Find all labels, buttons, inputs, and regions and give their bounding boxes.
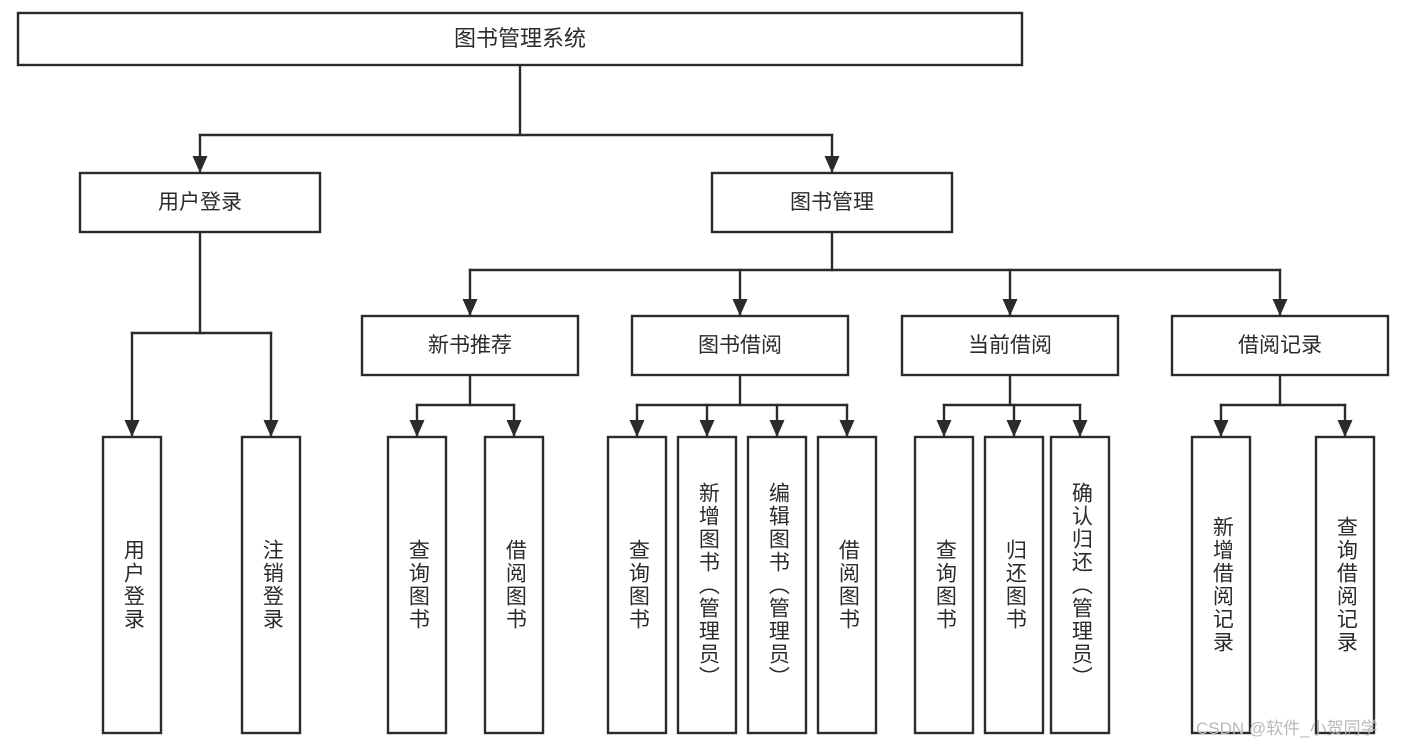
arrow-head-icon [732, 299, 748, 316]
arrow-head-icon [409, 420, 425, 437]
arrow-head-icon [1006, 420, 1022, 437]
node-leaf-add-book[interactable] [676, 435, 738, 735]
node-current-borrow[interactable] [900, 314, 1120, 377]
node-borrow-record[interactable] [1170, 314, 1390, 377]
arrow-head-icon [192, 156, 208, 173]
node-book-manage[interactable] [710, 171, 954, 234]
arrow-head-icon [936, 420, 952, 437]
node-user-login[interactable] [78, 171, 322, 234]
node-label: 新书推荐 [428, 334, 512, 357]
node-leaf-add-record[interactable] [1190, 435, 1252, 735]
arrow-head-icon [629, 420, 645, 437]
connectors-layer [124, 63, 1353, 438]
arrow-head-icon [124, 420, 140, 437]
arrow-head-icon [1337, 420, 1353, 437]
arrow-head-icon [506, 420, 522, 437]
node-leaf-query-record[interactable] [1314, 435, 1376, 735]
node-label: 用户登录 [158, 191, 242, 214]
arrow-head-icon [462, 299, 478, 316]
nodes-layer [16, 11, 1390, 735]
arrow-head-icon [769, 420, 785, 437]
arrow-head-icon [824, 156, 840, 173]
node-leaf-borrow-book[interactable] [816, 435, 878, 735]
node-leaf-confirm-return[interactable] [1049, 435, 1111, 735]
node-book-borrow[interactable] [630, 314, 850, 377]
node-label: 图书管理 [790, 191, 874, 214]
node-leaf-user-login[interactable] [101, 435, 163, 735]
arrow-head-icon [839, 420, 855, 437]
node-root-root[interactable] [16, 11, 1024, 67]
csdn-watermark: CSDN @软件_小贺同学 [1196, 719, 1378, 738]
node-label: 图书借阅 [698, 334, 782, 357]
node-label: 借阅记录 [1238, 334, 1322, 357]
node-leaf-borrow-book-rec[interactable] [483, 435, 545, 735]
arrow-head-icon [263, 420, 279, 437]
node-label: 图书管理系统 [454, 26, 586, 51]
node-leaf-query-book-rec[interactable] [386, 435, 448, 735]
node-label: 当前借阅 [968, 334, 1052, 357]
node-new-book-rec[interactable] [360, 314, 580, 377]
node-leaf-return-book[interactable] [983, 435, 1045, 735]
node-leaf-user-logout[interactable] [240, 435, 302, 735]
node-leaf-edit-book[interactable] [746, 435, 808, 735]
arrow-head-icon [1072, 420, 1088, 437]
node-leaf-query-book-borrow[interactable] [606, 435, 668, 735]
node-leaf-query-book-current[interactable] [913, 435, 975, 735]
arrow-head-icon [1272, 299, 1288, 316]
arrow-head-icon [1002, 299, 1018, 316]
arrow-head-icon [1213, 420, 1229, 437]
arrow-head-icon [699, 420, 715, 437]
